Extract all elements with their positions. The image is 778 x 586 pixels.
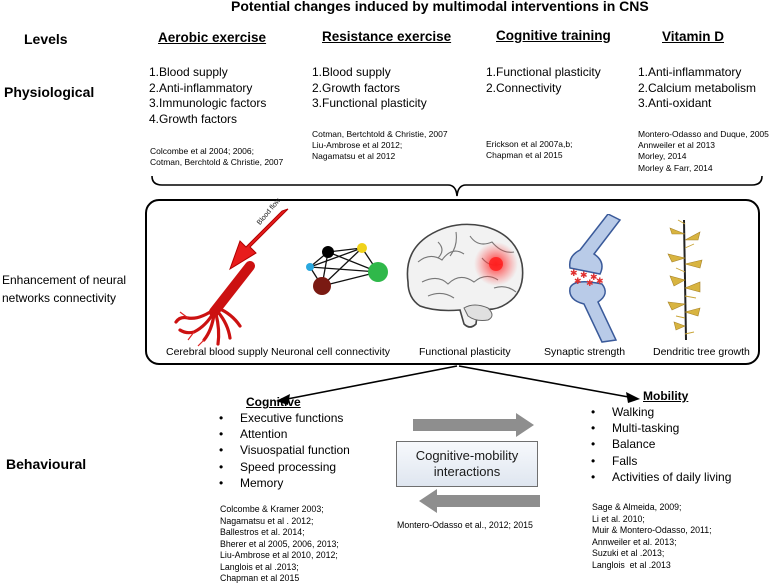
list-item: Falls (591, 453, 731, 469)
resistance-items: 1.Blood supply 2.Growth factors 3.Functi… (312, 65, 427, 112)
cognitive-mobility-interactions-box: Cognitive-mobility interactions (396, 441, 538, 487)
list-item: Visuospatial function (219, 442, 350, 458)
neuron-network-icon (306, 243, 388, 295)
svg-text:✱: ✱ (590, 273, 598, 283)
list-item: Balance (591, 436, 731, 452)
dendrite-icon (667, 219, 703, 341)
aerobic-items: 1.Blood supply 2.Anti-inflammatory 3.Imm… (149, 65, 266, 127)
list-item: Executive functions (219, 410, 350, 426)
mobility-references: Sage & Almeida, 2009; Li et al. 2010; Mu… (592, 502, 712, 570)
list-item: 3.Immunologic factors (149, 96, 267, 110)
cognitive-training-references: Erickson et al 2007a,b; Chapman et al 20… (486, 139, 573, 161)
list-item: 2.Anti-inflammatory (149, 80, 253, 95)
list-item: Attention (219, 426, 350, 442)
column-title-cognitive-training: Cognitive training (496, 28, 611, 43)
level-physiological: Physiological (4, 84, 95, 100)
blood-vessel-icon (174, 261, 255, 347)
svg-text:✱: ✱ (586, 279, 594, 289)
list-item: 2.Calcium metabolism (638, 80, 757, 95)
list-item: 1.Blood supply (149, 65, 228, 79)
vitamin-d-items: 1.Anti-inflammatory 2.Calcium metabolism… (638, 65, 756, 112)
vitamin-d-references: Montero-Odasso and Duque, 2005 Annweiler… (638, 129, 769, 173)
list-item: 4.Growth factors (149, 111, 238, 126)
aerobic-references: Colcombe et al 2004; 2006; Cotman, Berch… (150, 146, 284, 168)
svg-text:✱: ✱ (596, 277, 604, 287)
list-item: Activities of daily living (591, 469, 731, 485)
list-item: 3.Anti-oxidant (638, 96, 712, 110)
column-title-aerobic: Aerobic exercise (158, 30, 267, 45)
diagram-title: Potential changes induced by multimodal … (231, 0, 649, 14)
list-item: 3.Functional plasticity (312, 96, 427, 110)
caption-cerebral-blood-supply: Cerebral blood supply (166, 346, 269, 358)
list-item: 2.Connectivity (486, 80, 562, 95)
level-enhancement: Enhancement of neural networks connectiv… (2, 273, 127, 305)
svg-text:✱: ✱ (580, 271, 588, 281)
synapse-icon: ✱✱✱ ✱✱✱ (568, 214, 622, 343)
cognitive-items: Executive functions Attention Visuospati… (219, 410, 350, 491)
caption-functional-plasticity: Functional plasticity (419, 346, 511, 358)
caption-synaptic-strength: Synaptic strength (544, 346, 626, 358)
list-item: Multi-tasking (591, 420, 731, 436)
cognitive-references: Colcombe & Kramer 2003; Nagamatsu et al … (220, 504, 339, 583)
level-behavioural: Behavioural (6, 456, 87, 472)
cognitive-title: Cognitive (246, 395, 301, 409)
mobility-title: Mobility (643, 389, 689, 403)
list-item: 2.Growth factors (312, 80, 401, 95)
resistance-references: Cotman, Bertchtold & Christie, 2007 Liu-… (312, 129, 448, 162)
neural-networks-box (145, 199, 760, 365)
cognitive-training-items: 1.Functional plasticity 2.Connectivity (486, 65, 601, 96)
svg-text:✱: ✱ (570, 269, 578, 279)
brain-icon (406, 223, 524, 328)
list-item: Speed processing (219, 459, 350, 475)
svg-text:✱: ✱ (574, 277, 582, 287)
levels-heading: Levels (24, 31, 68, 47)
interactions-reference: Montero-Odasso et al., 2012; 2015 (397, 520, 533, 530)
column-title-vitamin-d: Vitamin D (662, 29, 725, 44)
column-title-resistance: Resistance exercise (322, 29, 452, 44)
caption-dendritic-tree-growth: Dendritic tree growth (653, 346, 750, 358)
blood-flow-arrow (229, 208, 289, 271)
list-item: Walking (591, 404, 731, 420)
list-item: 1.Anti-inflammatory (638, 65, 742, 79)
interactions-label: Cognitive-mobility interactions (415, 448, 519, 479)
list-item: 1.Blood supply (312, 65, 391, 79)
list-item: Memory (219, 475, 350, 491)
list-item: 1.Functional plasticity (486, 65, 601, 79)
mobility-items: Walking Multi-tasking Balance Falls Acti… (591, 404, 731, 485)
caption-neuronal-cell-connectivity: Neuronal cell connectivity (271, 346, 391, 358)
